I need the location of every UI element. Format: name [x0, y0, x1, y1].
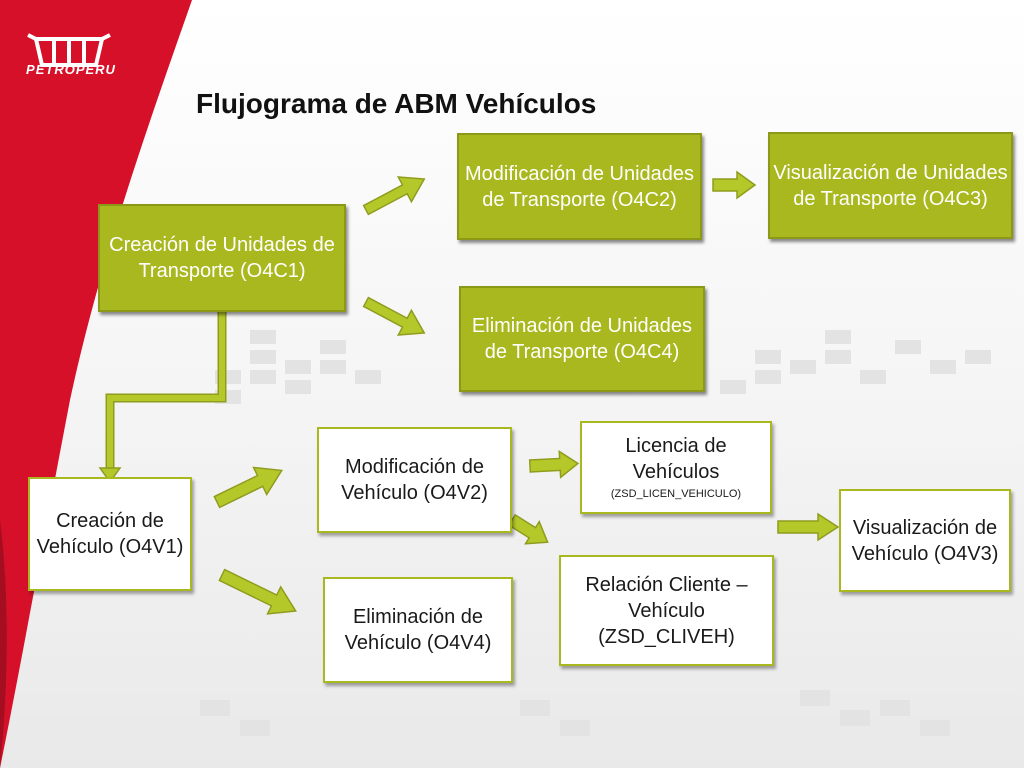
left-red-swoosh	[0, 0, 192, 768]
box-code: (ZSD_LICEN_VEHICULO)	[610, 488, 742, 501]
box-visualizacion-unidades-transporte[interactable]: Visualización de Unidades de Transporte …	[768, 132, 1013, 239]
page-title: Flujograma de ABM Vehículos	[196, 88, 597, 119]
box-creacion-unidades-transporte[interactable]: Creación de Unidades de Transporte (O4C1…	[98, 204, 346, 312]
box-visualizacion-vehiculo[interactable]: Visualización de Vehículo (O4V3)	[839, 489, 1011, 592]
left-dark-swoosh	[0, 520, 7, 768]
box-label: Relación Cliente – Vehículo (ZSD_CLIVEH)	[585, 573, 748, 648]
box-label: Modificación de Unidades de Transporte (…	[464, 162, 695, 211]
box-eliminacion-vehiculo[interactable]: Eliminación de Vehículo (O4V4)	[323, 577, 513, 683]
box-label: Visualización de Vehículo (O4V3)	[851, 516, 999, 565]
box-creacion-vehiculo[interactable]: Creación de Vehículo (O4V1)	[28, 477, 192, 591]
background-bars-pattern	[200, 330, 991, 736]
box-modificacion-unidades-transporte[interactable]: Modificación de Unidades de Transporte (…	[457, 133, 702, 240]
box-label: Licencia de Vehículos	[625, 435, 727, 484]
box-label: Modificación de Vehículo (O4V2)	[341, 456, 488, 504]
box-label: Creación de Unidades de Transporte (O4C1…	[109, 234, 335, 282]
box-licencia-vehiculos[interactable]: Licencia de Vehículos (ZSD_LICEN_VEHICUL…	[580, 421, 772, 514]
box-modificacion-vehiculo[interactable]: Modificación de Vehículo (O4V2)	[317, 427, 512, 533]
box-relacion-cliente-vehiculo[interactable]: Relación Cliente – Vehículo (ZSD_CLIVEH)	[559, 555, 774, 666]
petroperu-emblem-icon	[27, 33, 111, 67]
box-label: Creación de Vehículo (O4V1)	[36, 510, 184, 558]
box-label: Visualización de Unidades de Transporte …	[773, 161, 1008, 210]
box-label: Eliminación de Unidades de Transporte (O…	[471, 315, 693, 363]
box-label: Eliminación de Vehículo (O4V4)	[344, 606, 492, 654]
brand-name: PETROPERU	[26, 62, 116, 77]
box-eliminacion-unidades-transporte[interactable]: Eliminación de Unidades de Transporte (O…	[459, 286, 705, 392]
